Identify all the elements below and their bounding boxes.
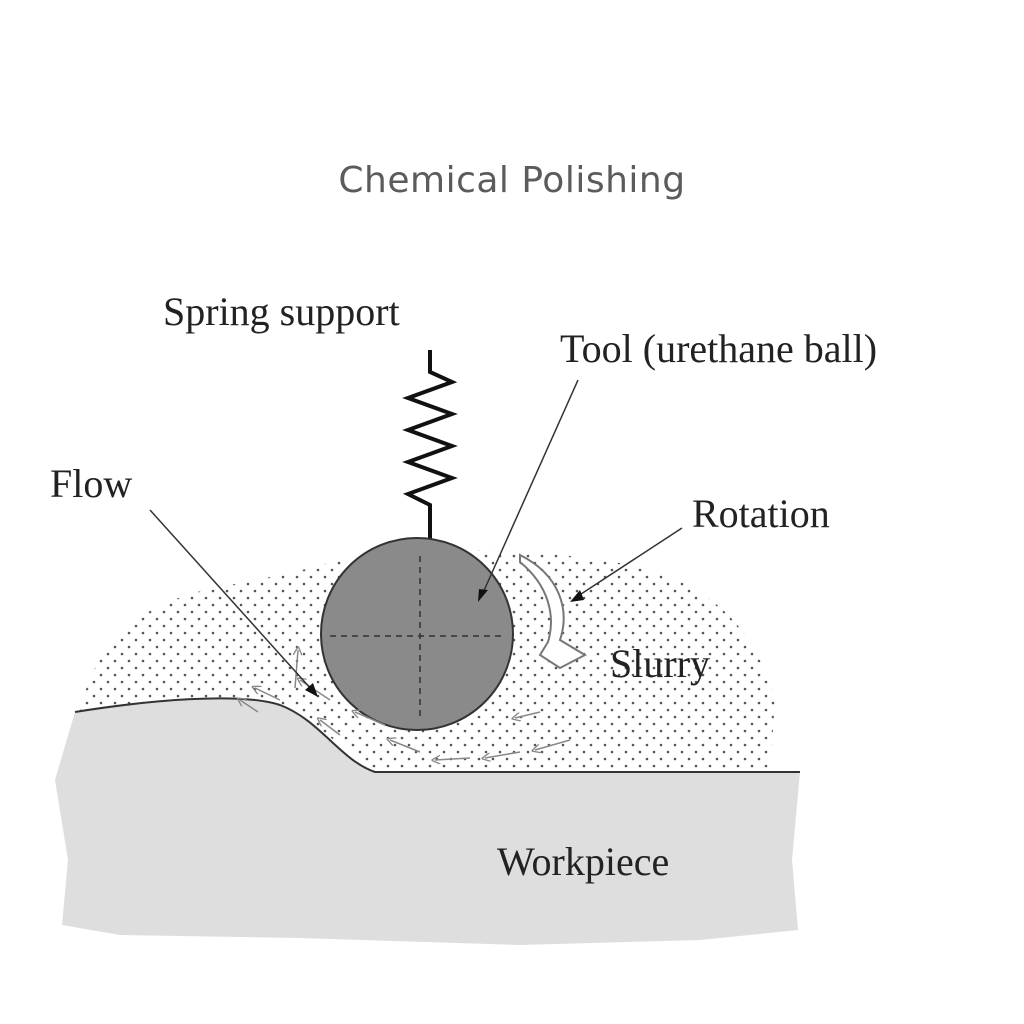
workpiece bbox=[55, 698, 800, 945]
rotation-arrow bbox=[519, 553, 588, 670]
flow-leader-arrowhead bbox=[305, 683, 318, 697]
spring-support bbox=[402, 350, 458, 540]
workpiece-surface-line bbox=[74, 697, 800, 773]
flow-leader-line bbox=[149, 509, 313, 691]
tool-ball bbox=[320, 537, 514, 731]
tool-leader-line bbox=[481, 379, 579, 596]
slurry-label: Slurry bbox=[610, 641, 710, 686]
rotation-label: Rotation bbox=[692, 491, 830, 536]
workpiece-label: Workpiece bbox=[497, 839, 669, 884]
tool-label: Tool (urethane ball) bbox=[560, 326, 877, 371]
flow-arrows bbox=[240, 650, 571, 760]
spring-support-label: Spring support bbox=[163, 289, 400, 334]
rotation-leader-line bbox=[577, 527, 683, 597]
tool-leader-arrowhead bbox=[478, 589, 488, 602]
page-title: Chemical Polishing bbox=[338, 160, 686, 201]
rotation-leader-arrowhead bbox=[570, 590, 584, 602]
flow-label: Flow bbox=[50, 461, 132, 506]
